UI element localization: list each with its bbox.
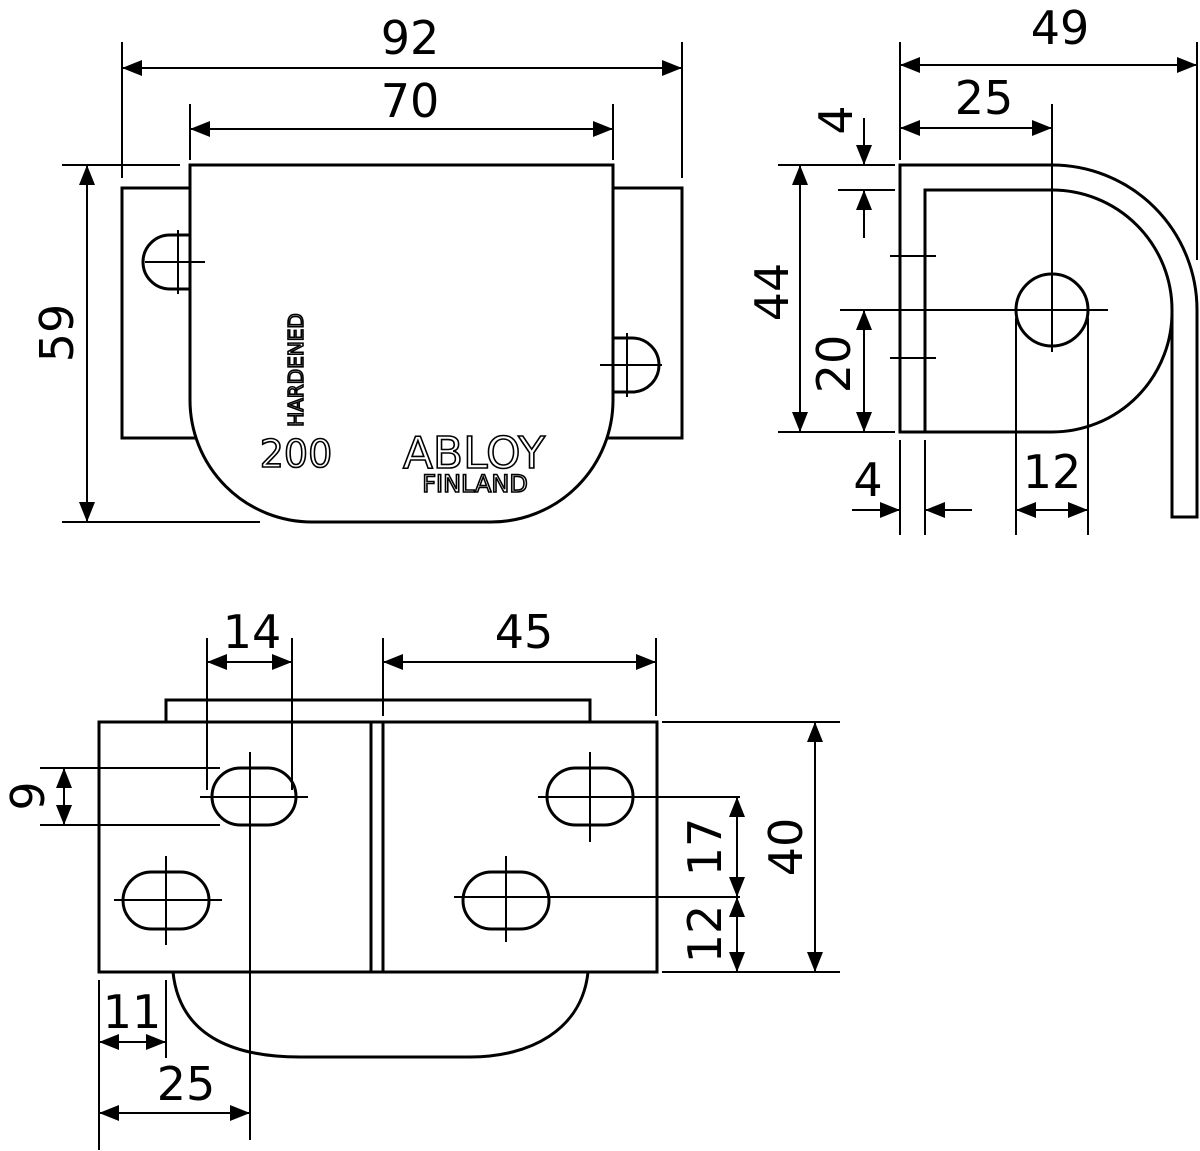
brand-marking: ABLOY xyxy=(403,428,545,479)
front-view: HARDENED 200 ABLOY FINLAND 92 70 59 xyxy=(30,11,684,524)
dim-11: 11 xyxy=(103,985,162,1039)
dim-45: 45 xyxy=(495,605,554,659)
side-bracket xyxy=(898,163,1199,519)
dim-12-bottom: 12 xyxy=(678,905,732,964)
bottom-right-plate xyxy=(381,720,659,974)
side-view: 49 25 4 44 20 4 12 xyxy=(745,1,1199,535)
dim-25-bottom: 25 xyxy=(157,1057,216,1111)
dim-4-top: 4 xyxy=(809,105,863,134)
bottom-left-plate xyxy=(97,720,373,974)
hardened-marking: HARDENED xyxy=(284,313,308,427)
bottom-top-strip xyxy=(164,698,592,724)
front-body xyxy=(188,163,615,524)
dim-92: 92 xyxy=(381,11,440,65)
bottom-view: 14 45 9 17 40 12 11 25 xyxy=(1,605,840,1150)
dim-59: 59 xyxy=(30,304,84,363)
dim-14: 14 xyxy=(223,605,282,659)
dim-20: 20 xyxy=(807,335,861,394)
dim-40: 40 xyxy=(759,818,813,877)
bottom-curved-body xyxy=(171,970,590,1059)
side-plate xyxy=(925,309,1174,434)
dim-49: 49 xyxy=(1031,1,1090,55)
dim-44: 44 xyxy=(745,263,799,322)
dim-70: 70 xyxy=(381,74,440,128)
model-marking: 200 xyxy=(260,432,333,476)
dim-25-side: 25 xyxy=(955,71,1014,125)
dim-4-bottom: 4 xyxy=(853,453,882,507)
dim-9: 9 xyxy=(1,781,55,810)
dim-17: 17 xyxy=(678,818,732,877)
country-marking: FINLAND xyxy=(422,470,528,498)
dim-12-side: 12 xyxy=(1023,445,1082,499)
